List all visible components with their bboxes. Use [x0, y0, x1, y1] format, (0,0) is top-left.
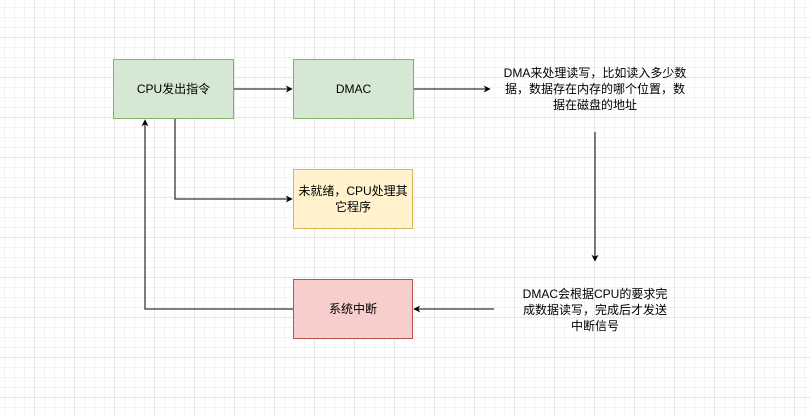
cpu-issue-label: CPU发出指令: [136, 82, 211, 96]
dmac-complete-node[interactable]: DMAC会根据CPU的要求完成数据读写，完成后才发送中断信号: [518, 286, 672, 334]
edge-interrupt-to-cpu[interactable]: [141, 119, 293, 310]
interrupt-node[interactable]: 系统中断: [293, 279, 413, 339]
dma-info-label: DMA来处理读写，比如读入多少数据，数据存在内存的哪个位置，数据在磁盘的地址: [503, 66, 687, 112]
dma-info-node[interactable]: DMA来处理读写，比如读入多少数据，数据存在内存的哪个位置，数据在磁盘的地址: [496, 64, 694, 114]
interrupt-label: 系统中断: [328, 302, 377, 316]
dmac-complete-label: DMAC会根据CPU的要求完成数据读写，完成后才发送中断信号: [522, 287, 668, 333]
edge-cpu-to-cpu-other[interactable]: [174, 119, 293, 203]
cpu-issue-node[interactable]: CPU发出指令: [113, 59, 234, 119]
cpu-other-node[interactable]: 未就绪，CPU处理其它程序: [293, 169, 413, 229]
dmac-node[interactable]: DMAC: [293, 59, 414, 119]
cpu-other-label: 未就绪，CPU处理其它程序: [298, 184, 408, 214]
dmac-label: DMAC: [335, 82, 372, 96]
